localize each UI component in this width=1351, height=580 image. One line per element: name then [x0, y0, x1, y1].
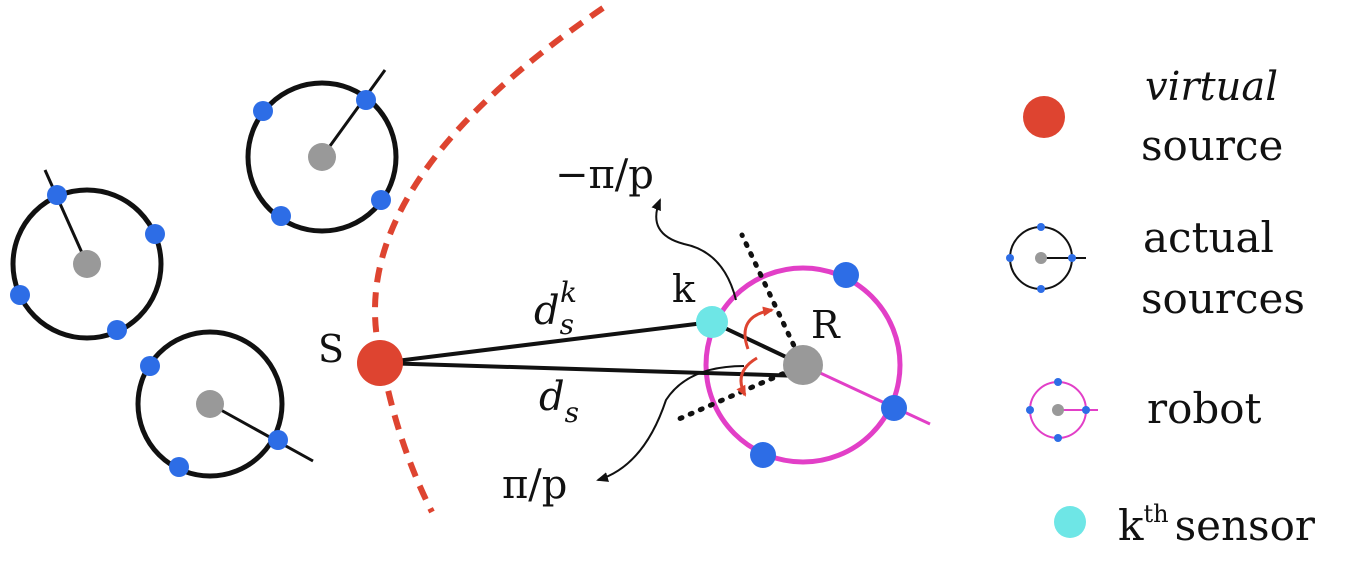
legend-virtual-source-swatch — [1023, 96, 1065, 138]
robot-heading-line — [802, 363, 931, 426]
label-distance-ds: ds — [539, 374, 579, 429]
ds-k-sup: k — [560, 276, 577, 309]
sensor-node — [145, 224, 165, 244]
legend-kth-k: k — [1118, 501, 1144, 550]
ds-k-sub: s — [560, 308, 574, 341]
actual-source-1 — [245, 69, 399, 234]
virtual-source-node — [357, 340, 403, 386]
legend-robot-icon — [1026, 378, 1098, 442]
robot-sensor-node — [833, 262, 859, 288]
sensor-node — [371, 190, 391, 210]
source-ring — [10, 187, 164, 341]
legend-kth-word: sensor — [1175, 501, 1316, 550]
actual-source-3 — [135, 329, 314, 479]
label-robot: R — [811, 303, 841, 347]
legend-robot-center — [1052, 404, 1064, 416]
label-kth-sensor: k — [672, 267, 696, 311]
legend: virtual source actual sources robot — [1006, 64, 1316, 550]
legend-sensor-dot — [1082, 406, 1090, 414]
label-pos-angle: π/p — [502, 462, 567, 508]
source-heading-line — [43, 169, 89, 265]
ds-k-base: d — [534, 288, 560, 334]
rotation-arrow-upper — [743, 306, 774, 350]
robot-sensor-node — [881, 395, 907, 421]
legend-actual-sources-line1: actual — [1143, 213, 1274, 262]
legend-sensor-dot — [1068, 254, 1076, 262]
callout-arrow-pos-angle — [596, 365, 745, 482]
legend-robot-label: robot — [1147, 384, 1262, 433]
sensor-node — [271, 206, 291, 226]
sensor-node — [356, 90, 376, 110]
label-virtual-source: S — [318, 327, 344, 371]
legend-actual-sources-line2: sources — [1141, 274, 1305, 323]
rotation-arrow-lower — [736, 356, 758, 397]
source-center — [73, 250, 101, 278]
distance-line-ds — [379, 361, 804, 378]
legend-kth-th: th — [1143, 500, 1168, 528]
ds-base: d — [539, 374, 565, 420]
legend-sensor-dot — [1006, 254, 1014, 262]
sensor-node — [107, 320, 127, 340]
legend-sensor-dot — [1054, 378, 1062, 386]
legend-source-center — [1035, 252, 1047, 264]
sensor-node — [140, 356, 160, 376]
sensor-node — [169, 457, 189, 477]
legend-sensor-dot — [1026, 406, 1034, 414]
source-center — [308, 143, 336, 171]
label-neg-angle: −π/p — [555, 152, 654, 198]
source-heading-line — [209, 402, 314, 463]
actual-source-2 — [10, 169, 165, 341]
sensor-node — [268, 430, 288, 450]
virtual-source-arc — [372, 5, 605, 514]
legend-virtual-source-line2: source — [1141, 121, 1283, 170]
distance-line-ds-k — [379, 320, 713, 365]
robot-center — [783, 345, 823, 385]
label-distance-ds-k: dsk — [534, 276, 577, 341]
source-center — [196, 390, 224, 418]
legend-kth-sensor-swatch — [1054, 506, 1086, 538]
dotted-boundary-upper — [739, 232, 806, 368]
robot-ring — [703, 265, 903, 465]
legend-sensor-dot — [1054, 434, 1062, 442]
kth-sensor-node — [696, 306, 728, 338]
source-ring — [135, 329, 285, 479]
legend-sensor-dot — [1037, 223, 1045, 231]
sensor-node — [253, 101, 273, 121]
sensor-node — [47, 185, 67, 205]
legend-actual-sources-icon — [1006, 223, 1086, 293]
robot — [703, 265, 931, 465]
robot-sensor-node — [750, 442, 776, 468]
callout-arrow-neg-angle — [651, 198, 737, 301]
source-heading-line — [320, 69, 387, 158]
legend-sensor-dot — [1037, 285, 1045, 293]
legend-virtual-source-line1: virtual — [1145, 64, 1278, 110]
ds-sub: s — [565, 396, 579, 429]
sensor-node — [10, 285, 30, 305]
source-ring — [245, 80, 399, 234]
